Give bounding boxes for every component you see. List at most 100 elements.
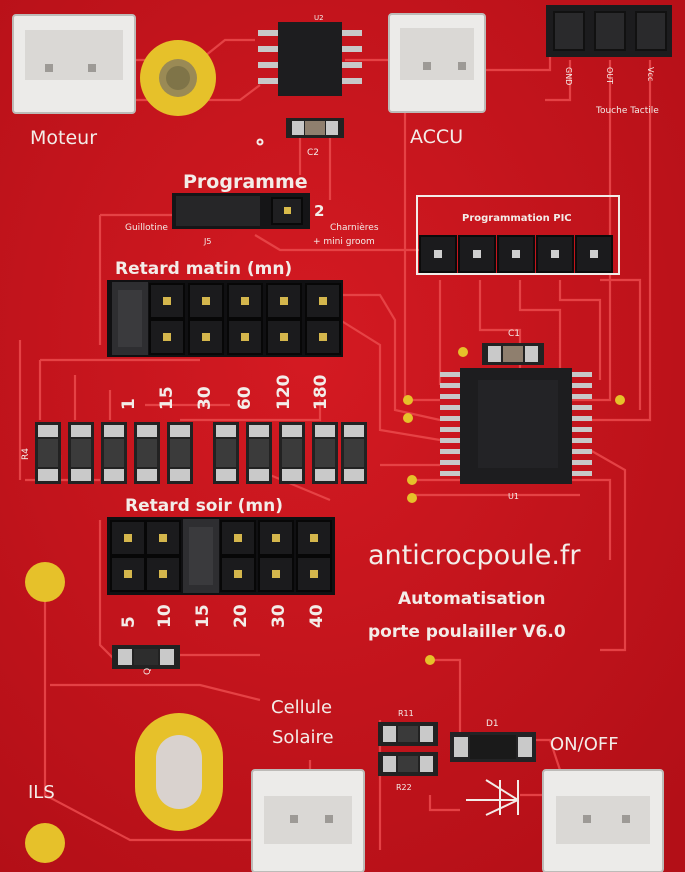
evening-delay-value-label: 30 — [269, 604, 289, 628]
pin-pad — [473, 250, 481, 258]
evening-delay-header[interactable] — [107, 517, 335, 595]
ils-label: ILS — [28, 782, 55, 803]
morning-delay-value-label: 1 — [119, 398, 139, 410]
pin-pad — [272, 534, 280, 542]
touch-sensor-header[interactable] — [546, 5, 672, 57]
pin-pad — [159, 534, 167, 542]
header-pin[interactable] — [145, 520, 181, 556]
smd-resistor — [341, 422, 367, 484]
pin-pad — [280, 333, 288, 341]
c1-capacitor — [482, 343, 544, 365]
pin-pad — [234, 570, 242, 578]
r4-ref: R4 — [21, 448, 31, 460]
pin-pad — [551, 250, 559, 258]
evening-delay-value-label: 40 — [307, 604, 327, 628]
motor-label: Moteur — [30, 127, 97, 149]
pin-pad — [163, 297, 171, 305]
pin-pad — [319, 297, 327, 305]
silkscreen-outlines — [256, 138, 620, 816]
pin-pad — [310, 570, 318, 578]
mounting-hole-top — [140, 40, 216, 116]
header-pin[interactable] — [258, 556, 294, 592]
smd-resistor — [35, 422, 61, 484]
smd-resistor — [68, 422, 94, 484]
vias — [403, 347, 625, 665]
evening-delay-value-label: 20 — [231, 604, 251, 628]
ils-pad-bottom — [25, 823, 65, 863]
ils-pad-top — [25, 562, 65, 602]
resistor-array — [35, 422, 367, 484]
r11-resistor — [378, 722, 438, 746]
evening-delay-value-label: 10 — [155, 604, 175, 628]
evening-delay-value-label: 15 — [193, 604, 213, 628]
smd-resistor — [312, 422, 338, 484]
morning-delay-value-label: 15 — [157, 386, 177, 410]
morning-delay-value-label: 120 — [274, 374, 294, 410]
morning-delay-header[interactable] — [107, 280, 343, 357]
pin-pad — [590, 250, 598, 258]
smd-resistor — [134, 422, 160, 484]
program-option-left: Guillotine — [125, 223, 168, 233]
pin-pad — [234, 534, 242, 542]
q-transistor — [112, 645, 180, 669]
pin-pad — [272, 570, 280, 578]
jumper-cap-top — [189, 527, 213, 585]
pic-header-label: Programmation PIC — [462, 213, 572, 224]
morning-delay-value-label: 30 — [195, 386, 215, 410]
power-label: ON/OFF — [550, 734, 619, 755]
c2-capacitor — [286, 118, 344, 138]
r22-resistor — [378, 752, 438, 776]
program-option-right-line2: + mini groom — [313, 237, 375, 247]
touch-sensor-label: Touche Tactile — [595, 106, 659, 116]
power-connector[interactable] — [542, 769, 664, 872]
morning-delay-value-label: 60 — [235, 386, 255, 410]
touch-pin-gnd: GND — [564, 67, 573, 85]
q-ref: Q — [143, 668, 153, 675]
solar-connector[interactable] — [251, 769, 365, 872]
u1-microcontroller — [440, 368, 592, 484]
smd-resistor — [213, 422, 239, 484]
subtitle-line1: Automatisation — [398, 589, 546, 609]
r22-ref: R22 — [396, 783, 412, 792]
battery-label: ACCU — [410, 126, 463, 148]
battery-connector[interactable] — [388, 13, 486, 113]
u1-ref: U1 — [508, 492, 519, 501]
u2-chip — [258, 22, 362, 96]
motor-connector[interactable] — [12, 14, 136, 114]
pic-programming-header[interactable] — [419, 235, 613, 273]
evening-delay-label: Retard soir (mn) — [125, 496, 283, 516]
pin-pad — [512, 250, 520, 258]
j5-ref: J5 — [203, 237, 211, 246]
program-jumper[interactable] — [172, 193, 310, 229]
pin-pad — [241, 333, 249, 341]
smd-resistor — [101, 422, 127, 484]
d1-diode — [450, 732, 536, 762]
u2-ref: U2 — [314, 14, 324, 22]
smd-resistor — [167, 422, 193, 484]
program-option-right-line1: Charnières — [330, 222, 379, 233]
subtitle-line2: porte poulailler V6.0 — [368, 622, 566, 642]
pin-pad — [202, 297, 210, 305]
smd-resistor — [246, 422, 272, 484]
solar-label-line2: Solaire — [272, 727, 334, 748]
mounting-slot-bottom — [135, 713, 223, 831]
touch-pin-vcc: Vcc — [646, 67, 655, 81]
solar-label-line1: Cellule — [271, 697, 332, 718]
pin1-dot — [256, 138, 264, 146]
r11-ref: R11 — [398, 709, 414, 718]
morning-delay-value-label: 180 — [311, 374, 331, 410]
pin-pad — [163, 333, 171, 341]
c2-ref: C2 — [307, 148, 319, 158]
pin-pad — [319, 333, 327, 341]
pin-pad — [202, 333, 210, 341]
diode-symbol — [466, 779, 519, 816]
jumper-cap-top — [118, 290, 142, 347]
touch-pin-out: OUT — [605, 67, 614, 84]
site-name: anticrocpoule.fr — [368, 540, 581, 571]
program-label: Programme — [183, 171, 308, 193]
pin-pad — [159, 570, 167, 578]
morning-delay-values: 1 15 30 60 120 180 — [119, 374, 331, 410]
d1-ref: D1 — [486, 719, 499, 729]
